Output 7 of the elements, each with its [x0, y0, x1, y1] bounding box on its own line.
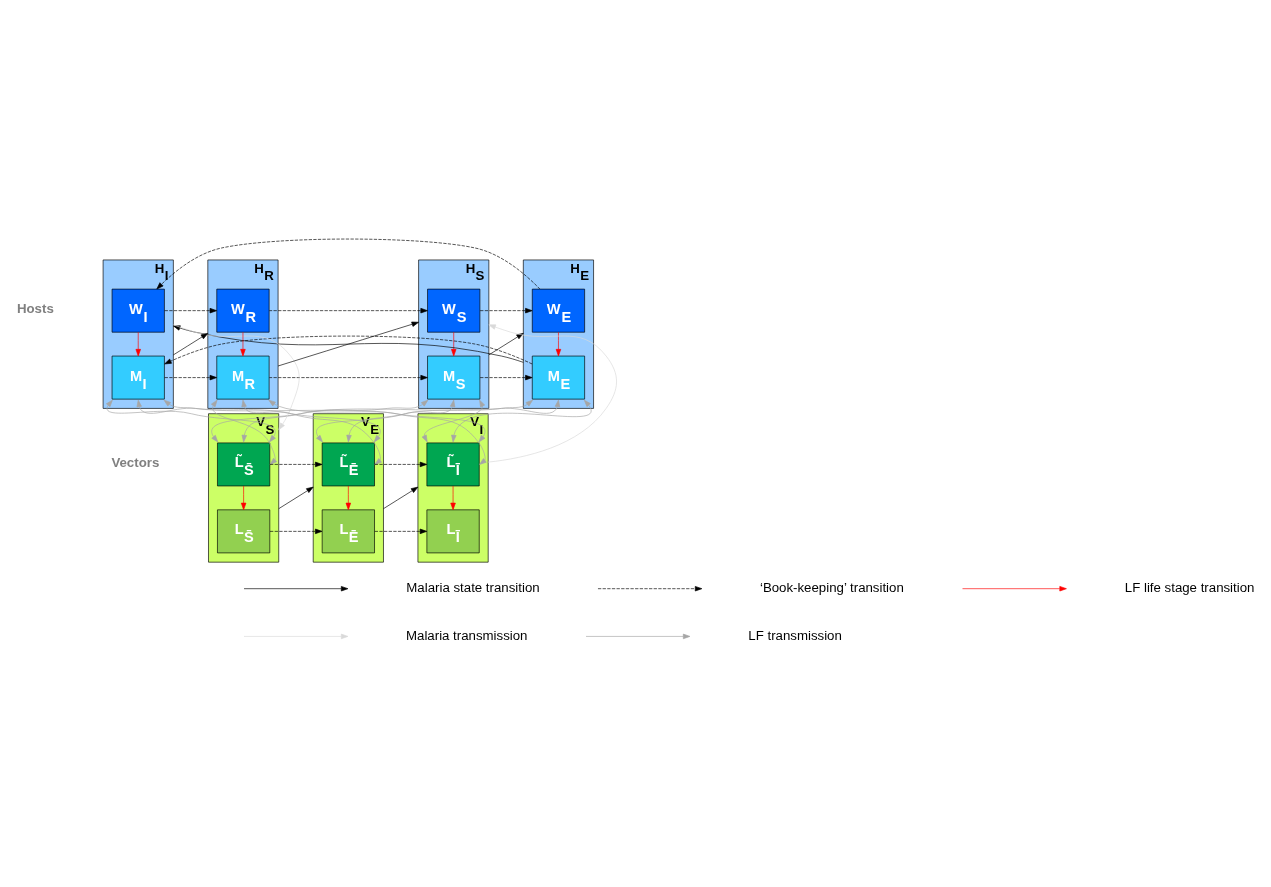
legend-label: Malaria transmission — [406, 627, 528, 643]
legend-label: Malaria state transition — [406, 580, 540, 596]
legend-label: LF life stage transition — [1124, 580, 1255, 596]
legend-label: LF transmission — [748, 627, 842, 643]
legend-label: ‘Book-keeping’ transition — [759, 580, 904, 596]
label: Hosts — [16, 301, 54, 317]
label: Vectors — [111, 455, 160, 471]
